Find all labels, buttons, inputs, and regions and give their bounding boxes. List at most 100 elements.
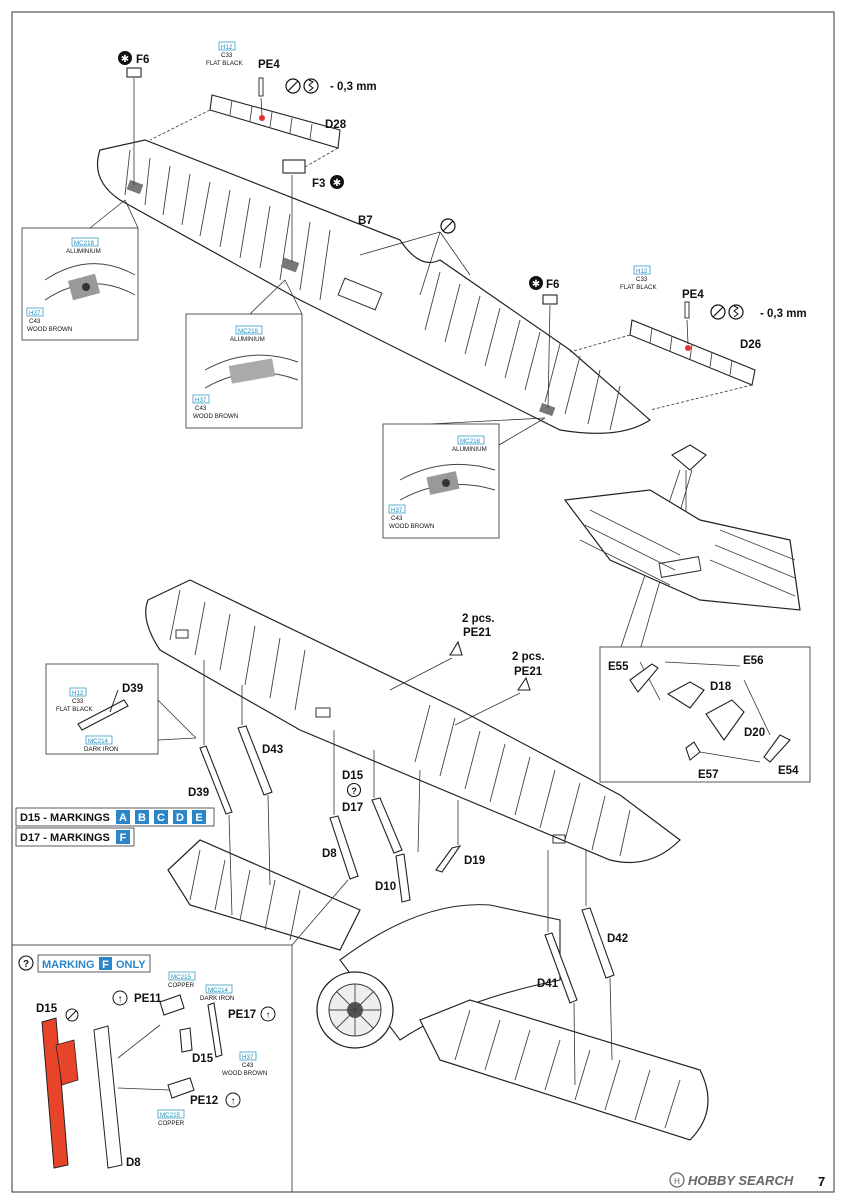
svg-text:?: ? — [351, 786, 357, 796]
part-f6-top — [126, 67, 142, 185]
arrow-up-icon: ↑ — [260, 1006, 276, 1022]
marking-f-inset: ? MARKING F ONLY ↑ ↑ ↑ MC215 COPPER MC21… — [12, 879, 349, 1192]
svg-text:WOOD BROWN: WOOD BROWN — [27, 326, 72, 333]
label-e55: E55 — [608, 661, 629, 673]
arrow-up-icon: ↑ — [225, 1092, 241, 1108]
svg-text:COPPER: COPPER — [168, 982, 195, 989]
svg-text:ALUMINIUM: ALUMINIUM — [66, 248, 101, 255]
marking-letter-badge — [116, 810, 130, 824]
svg-text:ONLY: ONLY — [116, 959, 146, 971]
label-pe11: PE11 — [134, 993, 162, 1005]
paint-callout-h12-top: H12 C33 FLAT BLACK — [206, 41, 243, 67]
label-d8: D8 — [322, 848, 337, 860]
label-e54: E54 — [778, 765, 799, 777]
label-d43: D43 — [262, 744, 283, 756]
top-wing-assembled — [145, 579, 681, 864]
strut-d39 — [199, 660, 233, 916]
marking-letter-badge — [173, 810, 187, 824]
label-pe4-top: PE4 — [258, 59, 280, 71]
part-pe4-top — [258, 77, 264, 116]
fuselage — [316, 904, 561, 1049]
strut-d10 — [395, 769, 421, 903]
label-d39-left: D39 — [188, 787, 209, 799]
marking-letter: E — [195, 812, 202, 824]
svg-text:?: ? — [23, 959, 29, 970]
svg-text:D17 - MARKINGS: D17 - MARKINGS — [20, 832, 110, 844]
star-icon: ✱ — [118, 51, 132, 65]
detail-inset-2: MC218 ALUMINIUM H37 C43 WOOD BROWN — [185, 279, 303, 429]
svg-text:DARK IRON: DARK IRON — [200, 995, 234, 1002]
svg-text:H12: H12 — [221, 44, 233, 51]
label-pe21-b: PE21 — [514, 666, 543, 678]
markings-legend-d17: D17 - MARKINGS F — [15, 827, 135, 847]
svg-text:✱: ✱ — [333, 178, 341, 189]
strut-d15-d17 — [371, 750, 403, 854]
svg-text:C33: C33 — [636, 276, 648, 283]
svg-text:ALUMINIUM: ALUMINIUM — [230, 336, 265, 343]
label-d18: D18 — [710, 681, 732, 693]
label-b7: B7 — [358, 215, 373, 227]
svg-text:C43: C43 — [242, 1062, 254, 1069]
label-d15: D15 — [342, 770, 364, 782]
svg-text:MC218: MC218 — [238, 328, 259, 335]
svg-text:MC215: MC215 — [160, 1112, 181, 1119]
label-pe12: PE12 — [190, 1095, 218, 1107]
label-pe4-right: PE4 — [682, 289, 704, 301]
drill-size-right: - 0,3 mm — [760, 308, 807, 320]
drill-icon — [303, 78, 319, 94]
label-e57: E57 — [698, 769, 718, 781]
center-section-wing — [563, 489, 801, 611]
cut-icon — [359, 218, 471, 296]
label-d41: D41 — [537, 978, 559, 990]
question-icon: ? — [346, 782, 362, 798]
svg-text:C33: C33 — [72, 698, 84, 705]
svg-text:FLAT BLACK: FLAT BLACK — [620, 284, 657, 291]
cut-icon — [285, 78, 301, 94]
strut-d8 — [329, 730, 359, 880]
watermark-brand: HOBBY SEARCH — [688, 1173, 794, 1188]
page-number: 7 — [818, 1174, 825, 1189]
label-f3: F3 — [312, 178, 325, 190]
marking-letter: B — [138, 812, 146, 824]
marking-letter: A — [119, 812, 127, 824]
marking-letter: D — [176, 812, 184, 824]
cut-icon — [710, 304, 726, 320]
strut-d43 — [237, 685, 273, 886]
svg-text:MARKING: MARKING — [42, 959, 95, 971]
aileron-d28 — [149, 94, 341, 171]
label-pe21-b-qty: 2 pcs. — [512, 651, 545, 663]
d39-detail-inset: H12 C33 FLAT BLACK MC214 DARK IRON — [45, 663, 197, 755]
label-pe21-a: PE21 — [463, 627, 492, 639]
label-d15-inset2: D15 — [192, 1053, 214, 1065]
svg-text:ALUMINIUM: ALUMINIUM — [452, 446, 487, 453]
svg-text:WOOD BROWN: WOOD BROWN — [389, 523, 434, 530]
svg-text:H37: H37 — [242, 1054, 254, 1061]
svg-text:↑: ↑ — [118, 994, 123, 1005]
svg-text:C43: C43 — [195, 405, 207, 412]
svg-text:H37: H37 — [29, 310, 41, 317]
label-d39: D39 — [122, 683, 143, 695]
svg-text:C43: C43 — [29, 318, 41, 325]
lower-wing-left — [167, 839, 361, 951]
svg-text:D15 - MARKINGS: D15 - MARKINGS — [20, 812, 110, 824]
page-frame — [11, 11, 835, 1193]
strut-d42 — [581, 850, 615, 1061]
part-pe21-b — [454, 676, 531, 726]
svg-text:FLAT BLACK: FLAT BLACK — [56, 706, 93, 713]
part-pe21-a — [389, 640, 463, 691]
paint-callout-h12-right: H12 C33 FLAT BLACK — [620, 265, 657, 291]
part-f6-mid — [542, 294, 558, 409]
label-f6-mid: F6 — [546, 279, 559, 291]
label-d17: D17 — [342, 802, 363, 814]
marking-letter-badge — [192, 810, 206, 824]
label-d20: D20 — [744, 727, 765, 739]
svg-text:C43: C43 — [391, 515, 403, 522]
part-f3 — [282, 159, 306, 262]
svg-text:WOOD BROWN: WOOD BROWN — [222, 1070, 267, 1077]
cabane-assembly-inset — [599, 646, 811, 783]
label-e56: E56 — [743, 655, 763, 667]
label-d10: D10 — [375, 881, 396, 893]
label-f6-top: F6 — [136, 54, 149, 66]
